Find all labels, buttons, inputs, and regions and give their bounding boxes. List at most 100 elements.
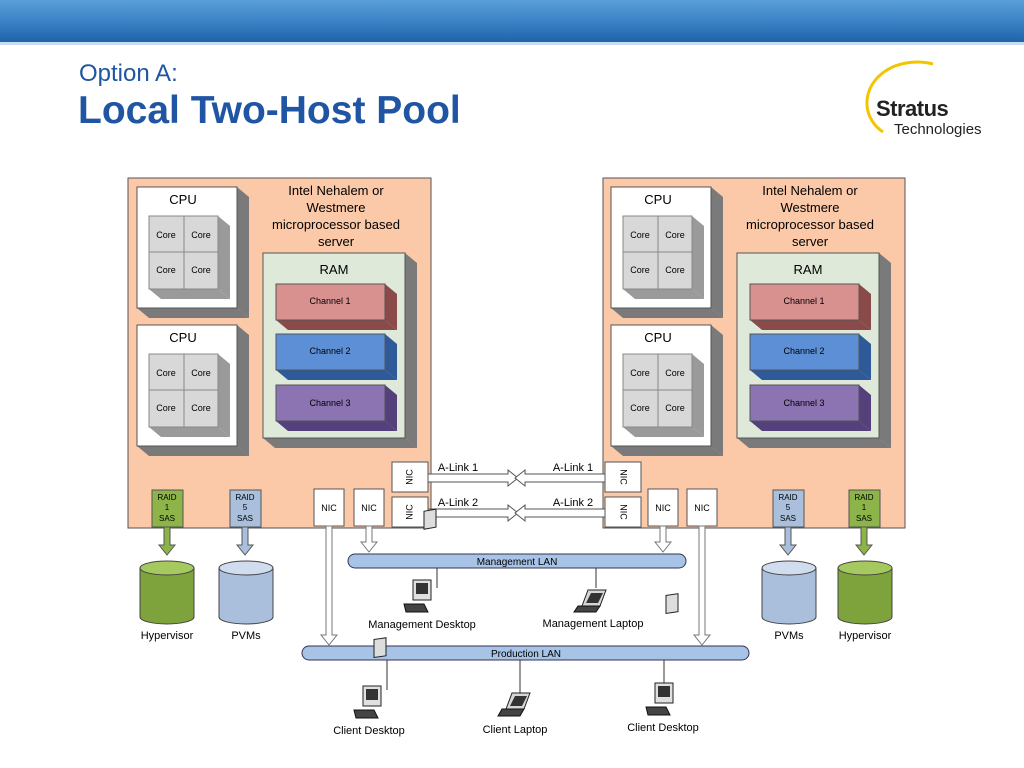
- management-laptop-label: Management Laptop: [543, 618, 644, 630]
- management-laptop-icon: [573, 589, 607, 613]
- disk-hypervisor-left: Hypervisor: [139, 560, 195, 642]
- stratus-logo: Stratus Technologies: [855, 58, 995, 143]
- management-desktop-label: Management Desktop: [368, 619, 476, 631]
- core-label: Core: [665, 403, 685, 413]
- client-desktop-right-icon: [645, 593, 679, 716]
- core-label: Core: [630, 403, 650, 413]
- server-left-ram: RAM Channel 1 Channel 2 Channel 3: [262, 252, 417, 448]
- core-label: Core: [630, 230, 650, 240]
- core-label: Core: [191, 403, 211, 413]
- svg-text:SAS: SAS: [237, 514, 253, 523]
- memory-channel-1: [749, 283, 860, 321]
- alink-2-label-left: A-Link 2: [438, 497, 478, 509]
- alink-2-label-right: A-Link 2: [553, 497, 593, 509]
- alink-2: A-Link 2 A-Link 2: [427, 497, 606, 523]
- server-right-ram: RAM Channel 1 Channel 2 Channel 3: [736, 252, 891, 448]
- logo-arc-icon: [865, 60, 934, 134]
- server-right-desc-1: Intel Nehalem or: [762, 183, 858, 198]
- server-right-desc-2: Westmere: [781, 200, 840, 215]
- arrow-raid1-left: [157, 526, 177, 556]
- svg-text:5: 5: [243, 503, 248, 512]
- core-label: Core: [156, 368, 176, 378]
- client-desktop-left-label: Client Desktop: [333, 725, 405, 737]
- ram-label: RAM: [320, 262, 349, 277]
- svg-text:SAS: SAS: [159, 514, 175, 523]
- core-label: Core: [156, 265, 176, 275]
- title-bar-underline: [0, 42, 1024, 45]
- core-label: Core: [191, 265, 211, 275]
- memory-channel-2: [749, 333, 860, 371]
- server-left-desc-1: Intel Nehalem or: [288, 183, 384, 198]
- client-laptop-icon: [497, 692, 531, 717]
- cpu-label: CPU: [169, 192, 196, 207]
- core-label: Core: [191, 368, 211, 378]
- cpu-label: CPU: [644, 192, 671, 207]
- alink-nic-1: [604, 461, 642, 493]
- raid5-controller: RAID 5 SAS: [229, 489, 262, 528]
- svg-text:RAID: RAID: [778, 493, 797, 502]
- nic-label: NIC: [655, 503, 671, 513]
- server-right-cpu-1: CPU Core Core Core Core: [610, 186, 723, 318]
- client-laptop-label: Client Laptop: [483, 724, 548, 736]
- cpu-label: CPU: [644, 330, 671, 345]
- management-lan-label: Management LAN: [477, 557, 558, 568]
- alink-1-label-right: A-Link 1: [553, 462, 593, 474]
- alink-1: A-Link 1 A-Link 1: [427, 462, 606, 488]
- logo-name: Stratus: [876, 96, 949, 121]
- channel-label: Channel 2: [309, 346, 350, 356]
- client-desktop-right-label: Client Desktop: [627, 722, 699, 734]
- title-bar: [0, 0, 1024, 42]
- disk-pvms-left: PVMs: [218, 560, 274, 642]
- alink-nic-1: [391, 461, 429, 493]
- disk-pvms-right: PVMs: [761, 560, 817, 642]
- nic-label: NIC: [619, 469, 629, 485]
- disk-label: Hypervisor: [141, 630, 194, 642]
- nic-label: NIC: [404, 504, 414, 520]
- arrow-prod-right: [692, 525, 712, 646]
- alink-1-label-left: A-Link 1: [438, 462, 478, 474]
- nic-label: NIC: [619, 504, 629, 520]
- memory-channel-3: [749, 384, 860, 422]
- svg-text:1: 1: [165, 503, 170, 512]
- server-right-cpu-2: CPU Core Core Core Core: [610, 324, 723, 456]
- channel-label: Channel 3: [783, 398, 824, 408]
- management-desktop-icon: [403, 508, 437, 613]
- raid1-controller: RAID 1 SAS: [151, 489, 184, 528]
- management-lan: Management LAN: [347, 553, 687, 569]
- server-left-desc-4: server: [318, 234, 355, 249]
- core-label: Core: [665, 265, 685, 275]
- server-left-cpu-2: CPU Core Core Core Core: [136, 324, 249, 456]
- nic-label: NIC: [361, 503, 377, 513]
- nic-production: [686, 488, 718, 527]
- production-lan: Production LAN: [301, 645, 750, 661]
- server-left-desc-2: Westmere: [307, 200, 366, 215]
- nic-label: NIC: [694, 503, 710, 513]
- nic-label: NIC: [404, 469, 414, 485]
- server-right-desc-3: microprocessor based: [746, 217, 874, 232]
- core-label: Core: [630, 368, 650, 378]
- slide-subtitle: Option A:: [79, 60, 178, 87]
- arrow-raid5-left: [235, 526, 255, 556]
- channel-label: Channel 3: [309, 398, 350, 408]
- server-left-desc-3: microprocessor based: [272, 217, 400, 232]
- logo-tagline: Technologies: [894, 121, 982, 138]
- arrow-mgmt-right: [653, 525, 673, 553]
- svg-text:RAID: RAID: [235, 493, 254, 502]
- core-label: Core: [191, 230, 211, 240]
- production-lan-label: Production LAN: [491, 649, 561, 660]
- disk-label: Hypervisor: [839, 630, 892, 642]
- channel-label: Channel 1: [309, 296, 350, 306]
- nic-management: [647, 488, 679, 527]
- nic-label: NIC: [321, 503, 337, 513]
- disk-label: PVMs: [231, 630, 261, 642]
- arrow-mgmt-left: [359, 525, 379, 553]
- server-right: Intel Nehalem or Westmere microprocessor…: [602, 177, 906, 529]
- arrow-prod-left: [319, 525, 339, 646]
- core-label: Core: [665, 368, 685, 378]
- client-desktop-left-icon: [353, 637, 387, 719]
- core-label: Core: [665, 230, 685, 240]
- arrow-raid1-right: [854, 526, 874, 556]
- memory-channel-2: [275, 333, 386, 371]
- memory-channel-1: [275, 283, 386, 321]
- server-left-cpu-1: CPU Core Core Core Core: [136, 186, 249, 318]
